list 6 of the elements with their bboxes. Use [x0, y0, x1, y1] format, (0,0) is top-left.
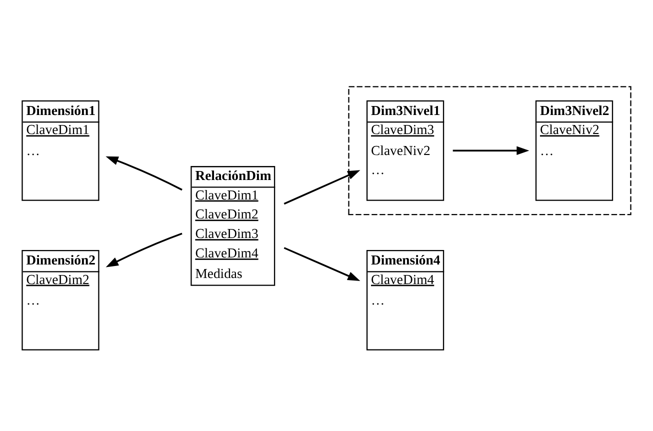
cluster: [348, 86, 632, 215]
arrow: [284, 170, 360, 204]
arrow: [106, 156, 182, 190]
arrow: [452, 146, 530, 155]
arrow: [284, 246, 360, 281]
arrow: [106, 232, 182, 267]
